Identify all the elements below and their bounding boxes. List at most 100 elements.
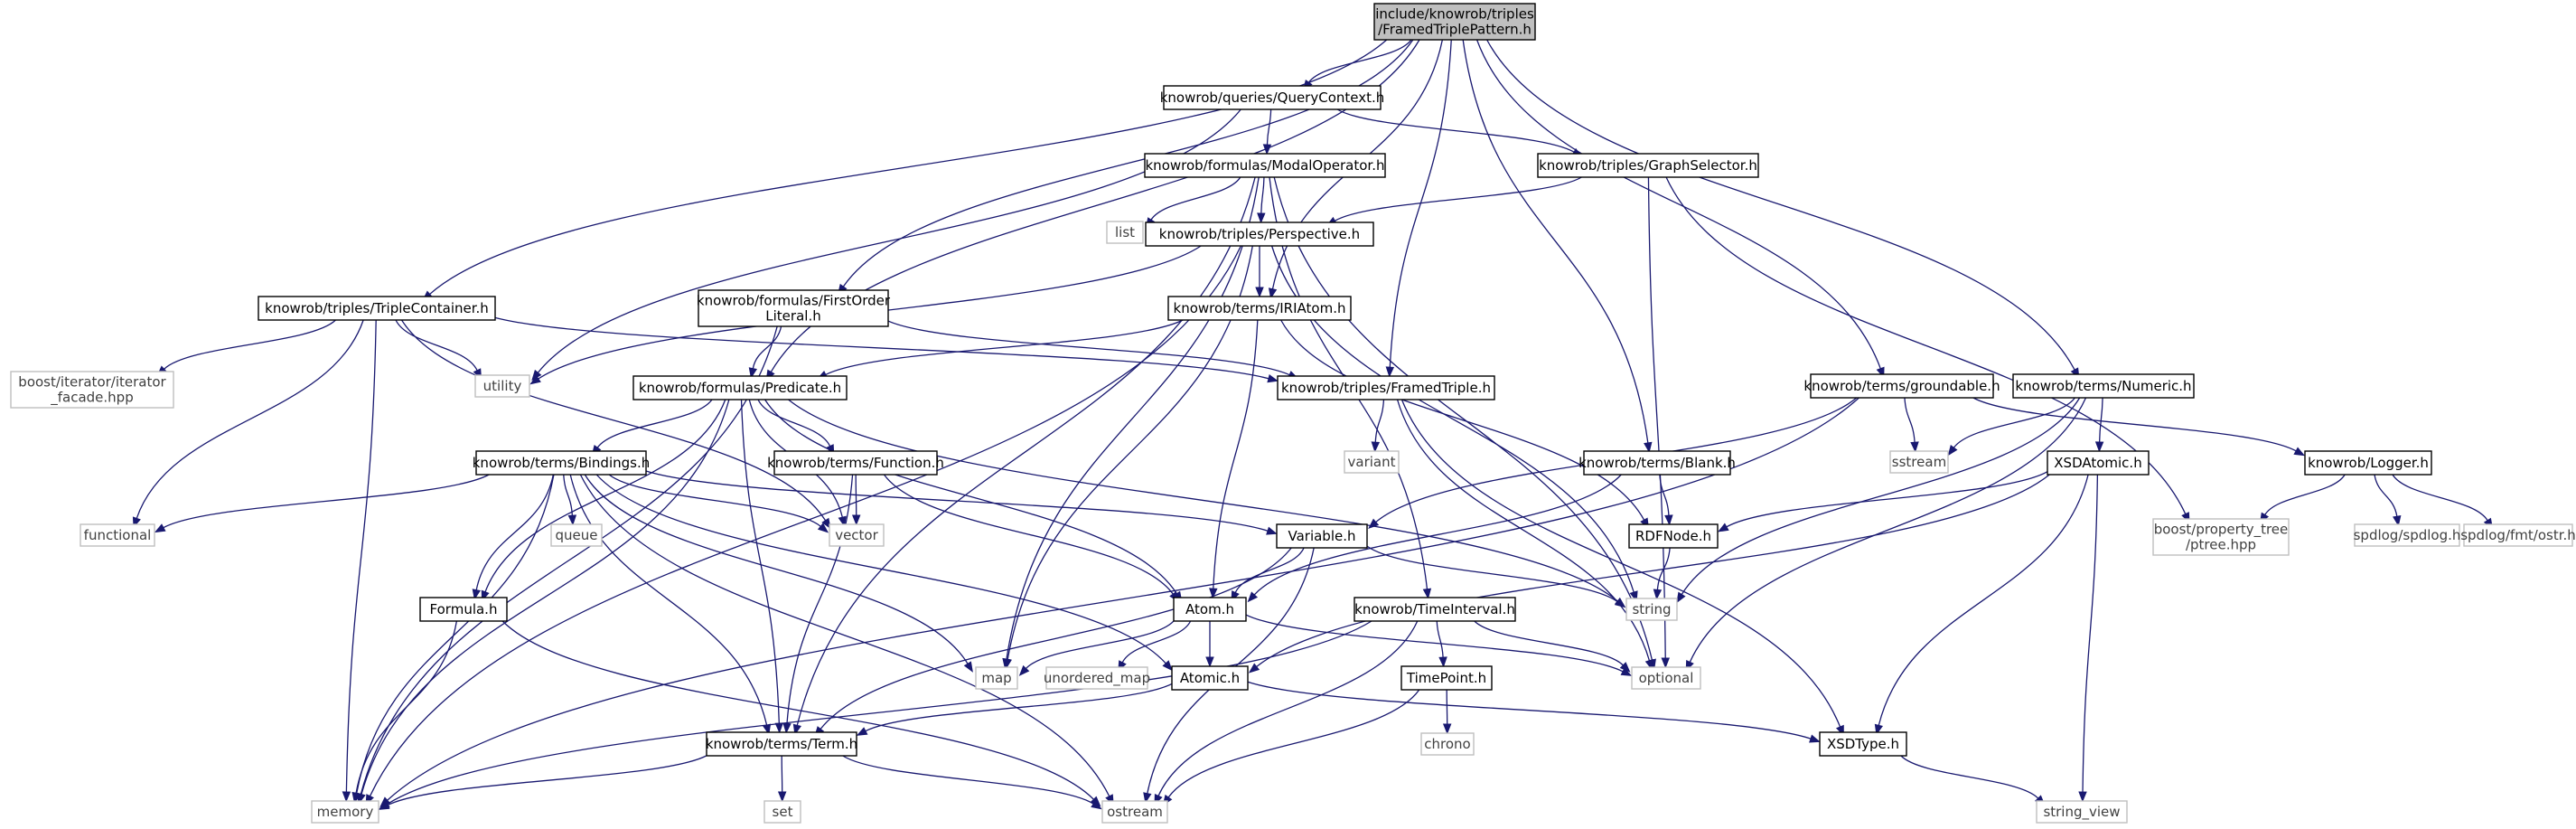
node-variant[interactable]: variant bbox=[1344, 450, 1400, 474]
node-box-stringview[interactable] bbox=[2036, 800, 2128, 824]
node-box-vector[interactable] bbox=[829, 523, 885, 547]
node-box-ostream[interactable] bbox=[1101, 800, 1168, 824]
arrowhead-timeinterval-to-optional bbox=[1619, 662, 1631, 673]
node-utility[interactable]: utility bbox=[474, 374, 530, 398]
node-box-querycontext[interactable] bbox=[1163, 85, 1382, 110]
node-xsdtype[interactable]: XSDType.h bbox=[1819, 731, 1907, 757]
node-timeinterval[interactable]: knowrob/TimeInterval.h bbox=[1354, 597, 1516, 622]
node-label-root: /FramedTriplePattern.h bbox=[1378, 22, 1532, 38]
node-string[interactable]: string bbox=[1625, 598, 1678, 621]
node-box-functional[interactable] bbox=[80, 523, 155, 547]
node-iriatom[interactable]: knowrob/terms/IRIAtom.h bbox=[1167, 296, 1352, 321]
node-boostiterator[interactable]: boost/iterator/iterator_facade.hpp bbox=[10, 371, 174, 409]
node-term[interactable]: knowrob/terms/Term.h bbox=[706, 731, 857, 757]
node-box-groundable[interactable] bbox=[1810, 373, 1994, 399]
node-queue[interactable]: queue bbox=[550, 523, 603, 547]
node-box-root[interactable] bbox=[1373, 3, 1536, 41]
node-triplecontainer[interactable]: knowrob/triples/TripleContainer.h bbox=[258, 296, 496, 321]
node-box-memory[interactable] bbox=[311, 800, 379, 824]
node-box-chrono[interactable] bbox=[1420, 732, 1475, 756]
node-modaloperator[interactable]: knowrob/formulas/ModalOperator.h bbox=[1144, 153, 1386, 178]
node-framedtriple[interactable]: knowrob/triples/FramedTriple.h bbox=[1277, 375, 1495, 400]
node-box-graphselector[interactable] bbox=[1537, 153, 1759, 178]
node-optional[interactable]: optional bbox=[1631, 666, 1701, 690]
node-xsdatomic[interactable]: XSDAtomic.h bbox=[2047, 450, 2150, 476]
edge-atomic-to-xsdtype bbox=[1247, 681, 1812, 740]
node-box-xsdtype[interactable] bbox=[1819, 731, 1907, 757]
node-box-modaloperator[interactable] bbox=[1144, 153, 1386, 178]
node-box-function[interactable] bbox=[773, 450, 938, 476]
node-chrono[interactable]: chrono bbox=[1420, 732, 1475, 756]
node-box-boostptree[interactable] bbox=[2152, 518, 2290, 556]
edge-bindings-to-vector bbox=[608, 474, 821, 527]
node-logger[interactable]: knowrob/Logger.h bbox=[2304, 450, 2432, 476]
node-box-timeinterval[interactable] bbox=[1354, 597, 1516, 622]
node-box-utility[interactable] bbox=[474, 374, 530, 398]
node-box-numeric[interactable] bbox=[2012, 373, 2195, 399]
node-box-unorderedmap[interactable] bbox=[1045, 666, 1148, 690]
node-formula[interactable]: Formula.h bbox=[419, 597, 508, 622]
node-box-logger[interactable] bbox=[2304, 450, 2432, 476]
node-box-variant[interactable] bbox=[1344, 450, 1400, 474]
node-box-predicate[interactable] bbox=[632, 375, 848, 400]
node-groundable[interactable]: knowrob/terms/groundable.h bbox=[1803, 373, 2000, 399]
node-set[interactable]: set bbox=[763, 800, 801, 824]
node-box-spdlog[interactable] bbox=[2354, 523, 2460, 547]
edge-xsdatomic-to-atomic bbox=[1256, 474, 2050, 667]
node-box-sstream[interactable] bbox=[1889, 450, 1949, 474]
node-variable[interactable]: Variable.h bbox=[1276, 523, 1368, 549]
node-numeric[interactable]: knowrob/terms/Numeric.h bbox=[2012, 373, 2195, 399]
node-perspective[interactable]: knowrob/triples/Perspective.h bbox=[1145, 221, 1374, 247]
node-box-framedtriple[interactable] bbox=[1277, 375, 1495, 400]
node-box-atomic[interactable] bbox=[1171, 665, 1249, 691]
node-box-iriatom[interactable] bbox=[1167, 296, 1352, 321]
node-box-blank[interactable] bbox=[1583, 450, 1731, 476]
node-spdlog[interactable]: spdlog/spdlog.h bbox=[2354, 523, 2461, 547]
node-box-optional[interactable] bbox=[1631, 666, 1701, 690]
node-box-xsdatomic[interactable] bbox=[2047, 450, 2150, 476]
node-functional[interactable]: functional bbox=[80, 523, 155, 547]
node-box-map[interactable] bbox=[975, 666, 1018, 690]
node-blank[interactable]: knowrob/terms/Blank.h bbox=[1578, 450, 1736, 476]
node-box-firstorderliteral[interactable] bbox=[698, 289, 889, 327]
node-map[interactable]: map bbox=[975, 666, 1018, 690]
node-label-functional: functional bbox=[84, 527, 152, 543]
node-box-bindings[interactable] bbox=[475, 450, 647, 476]
edge-bindings-to-memory bbox=[356, 474, 555, 794]
node-spdlogfmt[interactable]: spdlog/fmt/ostr.h bbox=[2460, 523, 2576, 547]
node-box-formula[interactable] bbox=[419, 597, 508, 622]
node-boostptree[interactable]: boost/property_tree/ptree.hpp bbox=[2152, 518, 2290, 556]
arrowhead-variable-to-ostream bbox=[1143, 792, 1152, 804]
node-list[interactable]: list bbox=[1106, 221, 1144, 244]
node-predicate[interactable]: knowrob/formulas/Predicate.h bbox=[632, 375, 848, 400]
node-atom[interactable]: Atom.h bbox=[1173, 597, 1247, 622]
node-box-variable[interactable] bbox=[1276, 523, 1368, 549]
node-box-set[interactable] bbox=[763, 800, 801, 824]
node-box-list[interactable] bbox=[1106, 221, 1144, 244]
node-box-queue[interactable] bbox=[550, 523, 603, 547]
node-box-timepoint[interactable] bbox=[1400, 665, 1493, 691]
node-rdfnode[interactable]: RDFNode.h bbox=[1628, 523, 1719, 549]
node-box-boostiterator[interactable] bbox=[10, 371, 174, 409]
node-root[interactable]: include/knowrob/triples/FramedTriplePatt… bbox=[1373, 3, 1536, 41]
node-timepoint[interactable]: TimePoint.h bbox=[1400, 665, 1493, 691]
node-querycontext[interactable]: knowrob/queries/QueryContext.h bbox=[1160, 85, 1385, 110]
node-graphselector[interactable]: knowrob/triples/GraphSelector.h bbox=[1537, 153, 1759, 178]
node-bindings[interactable]: knowrob/terms/Bindings.h bbox=[473, 450, 651, 476]
node-box-triplecontainer[interactable] bbox=[258, 296, 496, 321]
node-memory[interactable]: memory bbox=[311, 800, 379, 824]
node-box-perspective[interactable] bbox=[1145, 221, 1374, 247]
node-box-rdfnode[interactable] bbox=[1628, 523, 1719, 549]
node-sstream[interactable]: sstream bbox=[1889, 450, 1949, 474]
node-stringview[interactable]: string_view bbox=[2036, 800, 2128, 824]
node-ostream[interactable]: ostream bbox=[1101, 800, 1168, 824]
node-box-term[interactable] bbox=[706, 731, 857, 757]
node-unorderedmap[interactable]: unordered_map bbox=[1044, 666, 1150, 690]
node-box-string[interactable] bbox=[1625, 598, 1678, 621]
node-box-spdlogfmt[interactable] bbox=[2463, 523, 2573, 547]
node-function[interactable]: knowrob/terms/Function.h bbox=[767, 450, 944, 476]
node-atomic[interactable]: Atomic.h bbox=[1171, 665, 1249, 691]
node-vector[interactable]: vector bbox=[829, 523, 885, 547]
node-box-atom[interactable] bbox=[1173, 597, 1247, 622]
